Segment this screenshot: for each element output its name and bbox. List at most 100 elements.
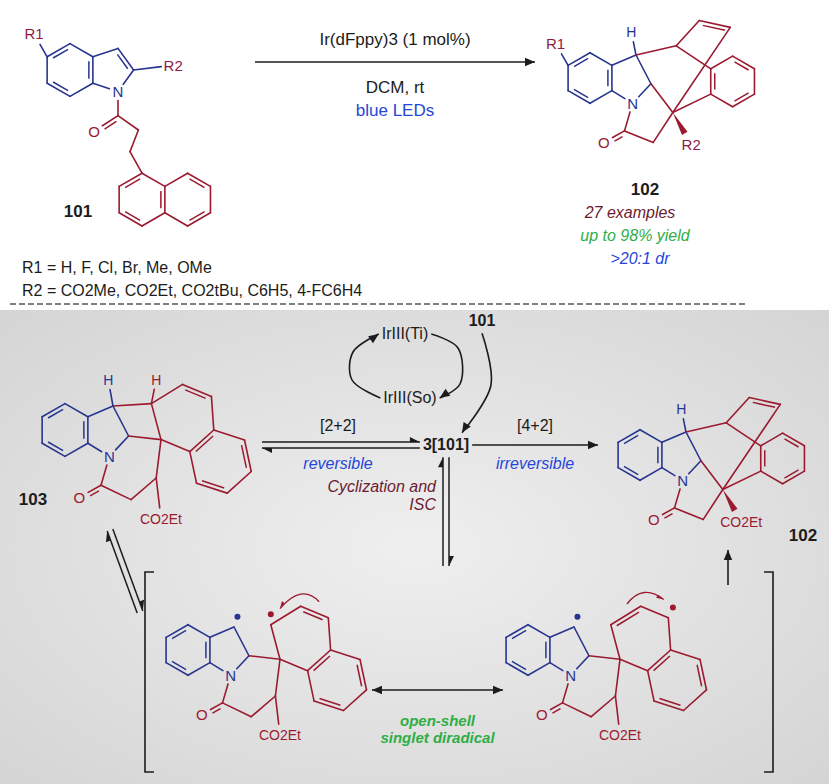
atom-label: H bbox=[103, 372, 113, 388]
double-bond-line bbox=[614, 137, 622, 141]
atom-label: R2 bbox=[164, 57, 183, 74]
bond-line bbox=[151, 404, 161, 440]
double-bond-line bbox=[314, 656, 330, 671]
bond-line bbox=[615, 696, 618, 724]
bond-line bbox=[654, 701, 683, 711]
bond-line bbox=[164, 186, 166, 212]
atom-label: 103 bbox=[19, 490, 47, 510]
bond-line bbox=[156, 440, 161, 478]
bond-line bbox=[237, 656, 249, 669]
arrow-head bbox=[410, 437, 420, 442]
electron-arrow-head bbox=[280, 601, 285, 609]
double-bond-line bbox=[654, 656, 670, 671]
substrate-number: 101 bbox=[466, 309, 499, 333]
atom-label: 101 bbox=[64, 202, 92, 222]
bond-line bbox=[591, 696, 615, 717]
double-bond-line bbox=[185, 390, 205, 399]
bond-line bbox=[234, 627, 249, 656]
bond-line bbox=[211, 396, 213, 430]
bond-line bbox=[662, 432, 686, 442]
double-bond-line bbox=[624, 466, 638, 474]
arrow-line bbox=[448, 457, 450, 566]
bond-line bbox=[710, 69, 712, 94]
bond-line bbox=[156, 478, 160, 508]
reaction-arrow bbox=[255, 58, 535, 66]
double-bond-line bbox=[574, 58, 588, 66]
bond-skeleton bbox=[506, 592, 706, 724]
bond-line bbox=[675, 489, 681, 508]
substrate-structure: R1R2NO101 bbox=[15, 15, 255, 237]
bond-line bbox=[640, 430, 662, 443]
bond-line bbox=[611, 606, 641, 624]
arrow-head bbox=[724, 550, 732, 560]
double-bond-line bbox=[320, 699, 341, 706]
double-bond-line bbox=[125, 212, 140, 221]
atom-label: O bbox=[598, 134, 610, 151]
atom-label: 102 bbox=[631, 180, 659, 200]
bond-skeleton bbox=[166, 594, 366, 724]
diradical-form: NOCO2Et bbox=[155, 585, 372, 760]
bond-line bbox=[165, 637, 167, 662]
electron-arrow bbox=[627, 592, 664, 604]
step-note: irreversible bbox=[496, 455, 574, 473]
atom-label: H bbox=[151, 372, 161, 388]
bond-line bbox=[123, 70, 133, 84]
double-bond-line bbox=[196, 436, 213, 452]
atom-label: O bbox=[74, 489, 86, 506]
bond-line bbox=[161, 440, 190, 452]
bond-line bbox=[142, 173, 165, 186]
double-bond-line bbox=[552, 709, 560, 713]
double-bond-line bbox=[172, 630, 186, 638]
bond-line bbox=[676, 21, 699, 46]
bond-line bbox=[118, 186, 120, 212]
mechanism-panel bbox=[0, 310, 829, 784]
bond-line bbox=[280, 659, 308, 671]
double-bond-line bbox=[205, 642, 207, 658]
bond-line bbox=[761, 471, 783, 484]
catalyst-state: IrIII(Ti) bbox=[379, 322, 432, 346]
bond-skeleton bbox=[40, 44, 210, 226]
radical-dot bbox=[574, 614, 580, 620]
arrow-line bbox=[442, 457, 444, 566]
double-bond-line bbox=[617, 612, 639, 626]
bond-line bbox=[668, 618, 670, 650]
arrow-line bbox=[372, 689, 503, 691]
bond-line bbox=[636, 46, 676, 55]
bond-line bbox=[589, 656, 620, 659]
atom-label: CO2Et bbox=[259, 727, 301, 743]
atom-label: O bbox=[648, 511, 660, 528]
bond-line bbox=[673, 94, 711, 112]
bond-line bbox=[102, 116, 118, 126]
radical-dot bbox=[670, 604, 676, 610]
bond-line bbox=[190, 430, 214, 452]
node-text: IrIII(So) bbox=[383, 389, 436, 407]
bond-line bbox=[116, 436, 129, 450]
bond-line bbox=[110, 389, 113, 406]
arrow-head bbox=[462, 422, 471, 433]
atom-label: R1 bbox=[546, 35, 565, 52]
bond-line bbox=[550, 663, 563, 671]
bond-line bbox=[93, 48, 118, 56]
condition-text: blue LEDs bbox=[356, 101, 434, 121]
bond-line bbox=[683, 419, 686, 432]
atom-label: N bbox=[677, 472, 688, 489]
node-text: open-shell singlet diradical bbox=[375, 712, 500, 747]
arrow-label: [2+2] bbox=[320, 417, 356, 435]
scope-note: 27 examples bbox=[585, 204, 676, 222]
bond-line bbox=[563, 703, 592, 717]
bond-line bbox=[227, 472, 251, 494]
bond-line bbox=[639, 84, 651, 97]
bond-line bbox=[703, 490, 723, 520]
bond-line bbox=[251, 696, 275, 717]
bond-line bbox=[641, 606, 669, 618]
reaction-arrow bbox=[724, 550, 732, 585]
bond-line bbox=[675, 508, 704, 520]
bond-line bbox=[662, 468, 675, 476]
diradical-bracket: NOCO2EtNOCO2Etopen-shell singlet diradic… bbox=[140, 566, 778, 778]
bond-line bbox=[636, 55, 651, 84]
arrow-head bbox=[372, 686, 382, 694]
arrow-label: Ir(dFppy)3 (1 mol%) bbox=[319, 30, 470, 50]
bond-skeleton bbox=[561, 21, 754, 143]
bond-line bbox=[648, 650, 671, 671]
